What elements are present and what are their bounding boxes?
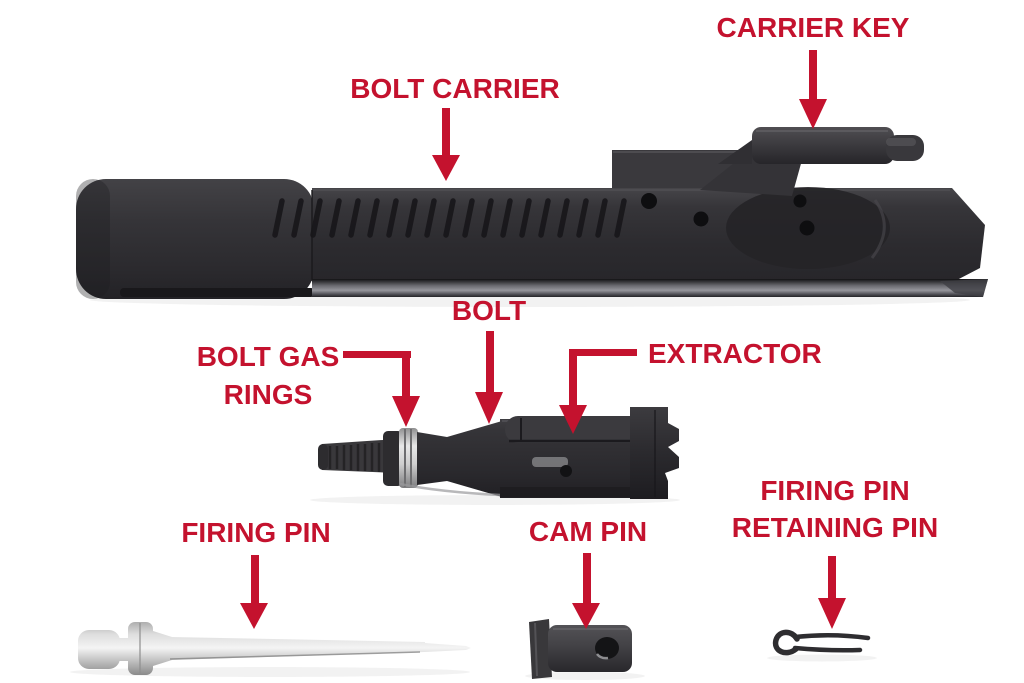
firing-pin-image — [70, 622, 471, 677]
bolt-gas-rings-detail — [399, 428, 418, 488]
cam-pin-shadow — [525, 672, 645, 680]
firing-pin-retaining-pin-image — [767, 629, 877, 662]
bolt-carrier-image — [76, 150, 988, 307]
bolt-label-text: BOLT — [451, 295, 527, 326]
bolt-gas-rings-label: BOLT GAS RINGS — [197, 338, 340, 414]
carrier-key-image — [718, 127, 924, 164]
carrier-key-label: CARRIER KEY — [717, 10, 910, 46]
carrier-key-label-text: CARRIER KEY — [716, 12, 910, 43]
firing-pin-label: FIRING PIN — [181, 515, 330, 551]
bolt-carrier-label-text: BOLT CARRIER — [350, 73, 560, 104]
firing-pin-retaining-pin-arrow-icon — [818, 556, 846, 629]
bolt-gas-rings-label-line2: RINGS — [223, 379, 313, 410]
firing-pin-shadow — [70, 667, 470, 677]
bolt-gas-rings-label-line1: BOLT GAS — [196, 341, 340, 372]
bolt-label: BOLT — [452, 293, 526, 329]
cam-pin-arrow-icon — [572, 553, 600, 629]
bolt-carrier-arrow-icon — [432, 108, 460, 181]
firing-pin-arrow-icon — [240, 555, 268, 629]
cam-pin-image — [525, 619, 645, 680]
extractor-label-text: EXTRACTOR — [648, 338, 822, 369]
cam-pin-label-text: CAM PIN — [528, 516, 648, 547]
carrier-key-arrow-icon — [799, 50, 827, 129]
bolt-image — [310, 407, 680, 505]
retaining-pin-shadow — [767, 654, 877, 662]
firing-pin-label-text: FIRING PIN — [181, 517, 331, 548]
extractor-arrow-icon — [559, 349, 637, 434]
bolt-gas-rings-arrow-icon — [343, 351, 420, 427]
bolt-arrow-icon — [475, 331, 503, 424]
firing-pin-retaining-pin-label-line1: FIRING PIN — [760, 475, 910, 506]
extractor-label: EXTRACTOR — [648, 336, 822, 372]
firing-pin-retaining-pin-label: FIRING PIN RETAINING PIN — [732, 472, 938, 546]
cam-pin-label: CAM PIN — [529, 514, 647, 550]
carrier-serrations — [272, 198, 627, 238]
pointer-arrows — [240, 50, 846, 629]
firing-pin-retaining-pin-label-line2: RETAINING PIN — [731, 512, 939, 543]
carrier-holes — [641, 193, 815, 236]
bolt-carrier-label: BOLT CARRIER — [350, 71, 559, 107]
